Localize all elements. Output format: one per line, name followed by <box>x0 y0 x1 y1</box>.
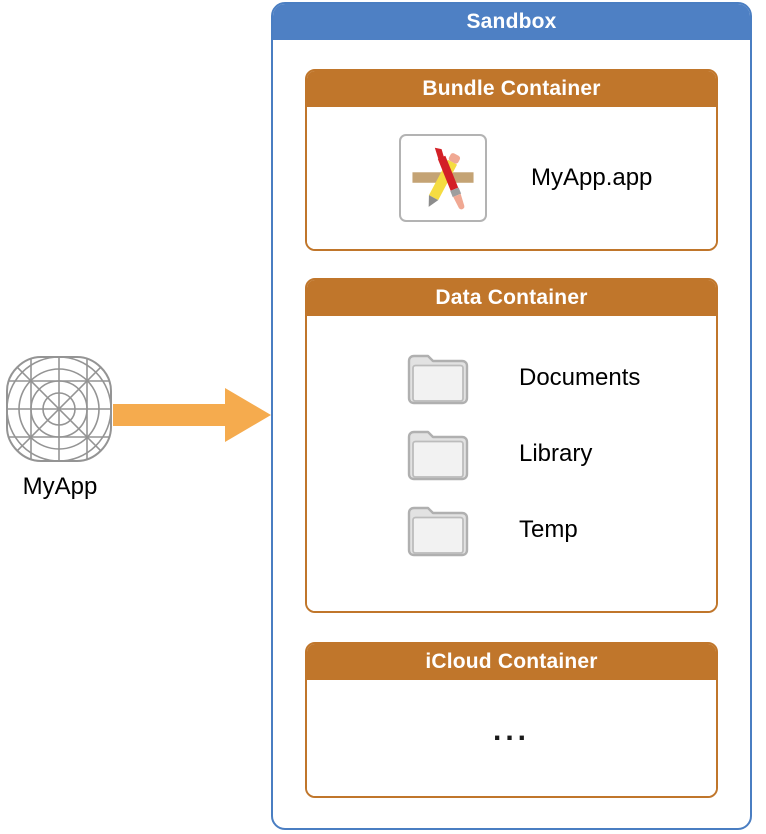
data-container-body: Documents Library <box>307 316 716 611</box>
icloud-container-title: iCloud Container <box>307 644 716 680</box>
list-item[interactable]: Library <box>407 416 716 492</box>
bundle-container: Bundle Container <box>305 69 718 251</box>
folder-icon <box>407 506 469 557</box>
icloud-container-body: ... <box>307 680 716 796</box>
list-item-label: MyApp.app <box>531 164 653 191</box>
folder-list: Documents Library <box>307 316 716 568</box>
bundle-container-title: Bundle Container <box>307 71 716 107</box>
list-item[interactable]: Documents <box>407 340 716 416</box>
sandbox-box: Sandbox Bundle Container <box>271 2 752 830</box>
sandbox-title: Sandbox <box>273 4 750 40</box>
list-item-label: Library <box>519 440 593 467</box>
xcode-app-bundle-icon <box>399 134 487 222</box>
app-grid-template-icon <box>6 356 112 462</box>
folder-icon <box>407 354 469 405</box>
folder-icon <box>407 430 469 481</box>
ellipsis-wrapper: ... <box>307 680 716 796</box>
icloud-container: iCloud Container ... <box>305 642 718 798</box>
bundle-container-body: MyApp.app <box>307 107 716 249</box>
list-item-label: Temp <box>519 516 578 543</box>
data-container-title: Data Container <box>307 280 716 316</box>
app-label: MyApp <box>22 473 98 500</box>
data-container: Data Container Documents <box>305 278 718 613</box>
ellipsis-icon: ... <box>492 714 530 747</box>
list-item[interactable]: Temp <box>407 492 716 568</box>
list-item-label: Documents <box>519 364 641 391</box>
right-arrow-icon <box>113 388 271 442</box>
list-item[interactable]: MyApp.app <box>307 107 716 249</box>
sandbox-body: Bundle Container <box>273 40 750 828</box>
app-source-group: MyApp <box>5 355 115 501</box>
